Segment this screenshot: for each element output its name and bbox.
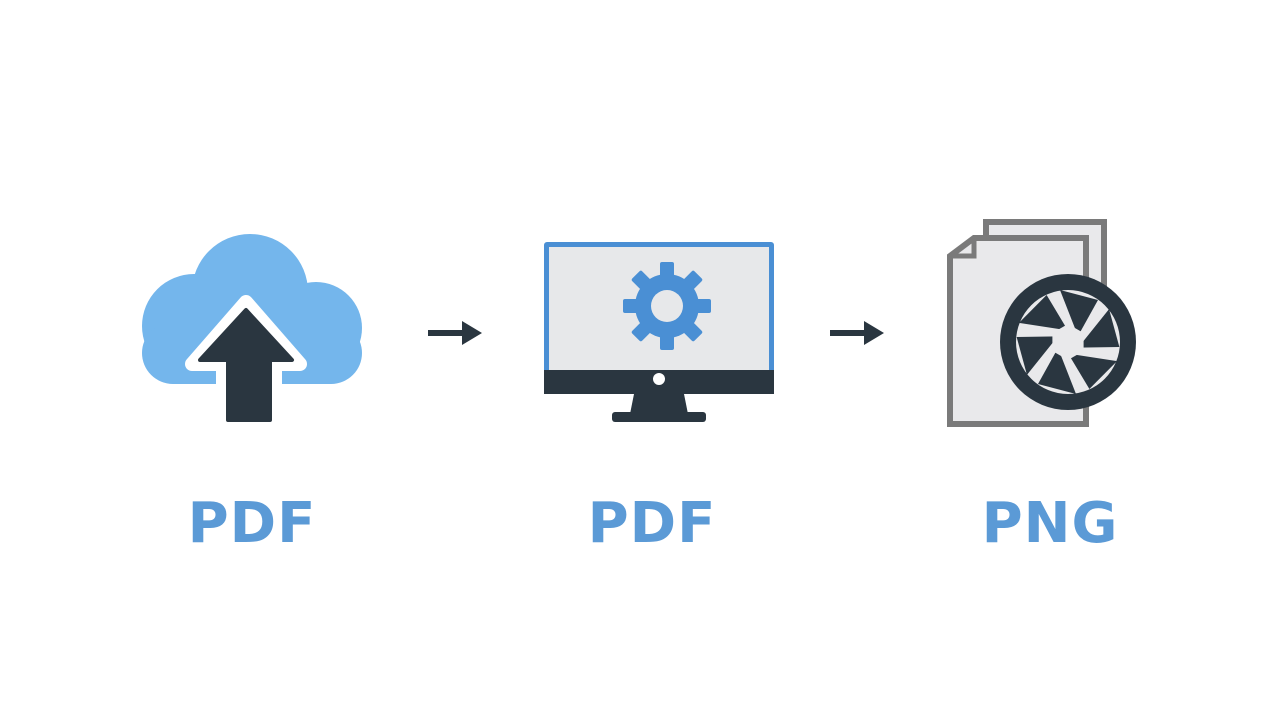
monitor-gear-icon xyxy=(544,242,774,422)
arrow-right-icon xyxy=(428,321,482,345)
image-file-aperture-icon xyxy=(947,219,1136,427)
step-3-label: PNG xyxy=(981,491,1119,556)
step-1-label: PDF xyxy=(187,491,317,556)
arrow-right-icon xyxy=(830,321,884,345)
step-2-label: PDF xyxy=(587,491,717,556)
cloud-upload-icon xyxy=(142,234,362,432)
